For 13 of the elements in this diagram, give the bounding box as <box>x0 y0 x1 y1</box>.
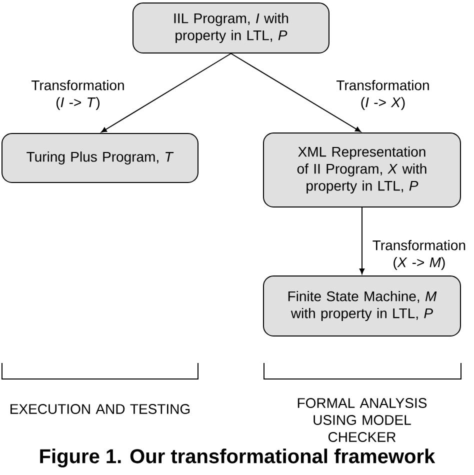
arrow <box>101 53 232 133</box>
section-label: EXECUTION AND TESTING <box>10 404 190 414</box>
arrow <box>230 53 361 132</box>
edge-label: Transformation (I -> X) <box>330 79 436 112</box>
edge-label: Transformation (X -> M) <box>366 238 472 272</box>
process-box: Finite State Machine, M with property in LTL, P <box>263 276 461 336</box>
caption: Figure 1. Our transformational framework <box>40 448 436 468</box>
process-box: Turing Plus Program, T <box>2 133 198 183</box>
process-box: XML Representation of II Program, X with property in LTL, P <box>263 132 461 208</box>
section-label: FORMAL ANALYSIS USING MODEL CHECKER <box>298 398 427 442</box>
arrow <box>359 207 365 274</box>
process-box: IIL Program, I with property in LTL, P <box>132 2 330 54</box>
edge-label: Transformation (I -> T) <box>25 79 131 112</box>
